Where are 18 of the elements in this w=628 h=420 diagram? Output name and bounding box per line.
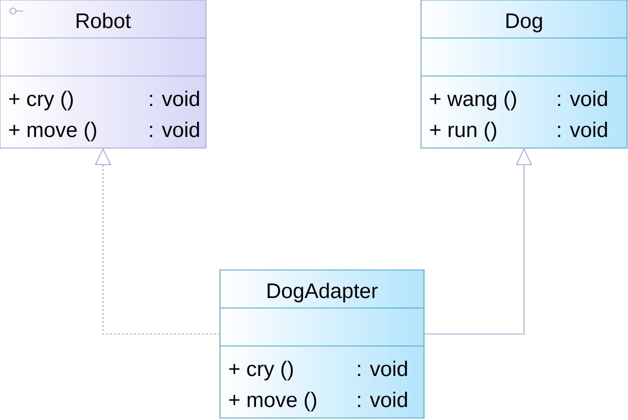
class-box bbox=[220, 270, 424, 418]
class-name: Dog bbox=[506, 14, 542, 32]
return-type: : void bbox=[358, 360, 407, 376]
operation: + move () bbox=[9, 122, 96, 142]
operation: + run () bbox=[430, 122, 496, 142]
class-name: Robot bbox=[76, 12, 131, 28]
return-type: : void bbox=[558, 90, 607, 106]
class-box bbox=[420, 0, 628, 148]
return-type: : void bbox=[558, 122, 607, 138]
return-type: : void bbox=[358, 392, 407, 408]
return-type: : void bbox=[150, 122, 199, 138]
operation: + cry () bbox=[229, 360, 293, 380]
operation: + move () bbox=[229, 392, 316, 412]
operation: + wang () bbox=[430, 90, 516, 110]
class-box bbox=[0, 0, 206, 148]
operation: + cry () bbox=[9, 90, 73, 110]
class-name: DogAdapter bbox=[268, 282, 378, 302]
return-type: : void bbox=[150, 90, 199, 106]
